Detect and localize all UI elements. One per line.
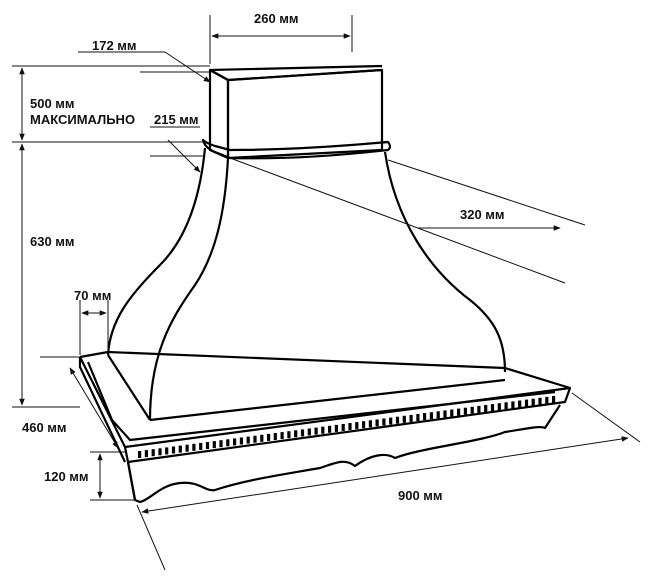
vent-slot: [171, 446, 176, 454]
decorative-vent-row: [138, 396, 556, 458]
vent-slot: [300, 429, 305, 437]
vent-slot: [450, 409, 454, 417]
vent-slot: [504, 402, 508, 410]
label-320: 320 мм: [460, 207, 505, 222]
vent-slot: [328, 425, 332, 433]
hood-drawing: [78, 64, 572, 504]
canopy-bottom-left: [107, 354, 151, 421]
ext-320-bottom: [229, 157, 566, 284]
canopy-left-edge: [106, 147, 207, 356]
label-900: 900 мм: [398, 488, 443, 503]
vent-slot: [192, 443, 196, 451]
label-260: 260 мм: [254, 11, 299, 26]
vent-slot: [239, 437, 243, 445]
vent-slot: [294, 430, 298, 438]
chimney-duct-top: [209, 68, 383, 82]
dim-460-depth: [69, 367, 119, 449]
label-500: 500 мм: [30, 96, 75, 111]
label-70: 70 мм: [74, 288, 111, 303]
vent-slot: [260, 434, 264, 442]
vent-slot: [531, 398, 535, 406]
vent-slot: [518, 400, 522, 408]
vent-slot: [470, 406, 474, 414]
canopy-right-edge: [383, 151, 507, 373]
label-460: 460 мм: [22, 420, 67, 435]
vent-slot: [382, 418, 386, 426]
vent-slot: [246, 436, 250, 444]
vent-slot: [463, 407, 467, 415]
vent-slot: [165, 447, 169, 455]
vent-slot: [219, 440, 223, 448]
ext-900-left: [136, 504, 166, 571]
vent-slot: [545, 396, 549, 404]
base-frame-front: [123, 387, 572, 464]
vent-slot: [436, 411, 440, 419]
leader-172-arrow: [164, 51, 211, 83]
canopy-bottom: [149, 378, 506, 422]
vent-slot: [348, 423, 352, 430]
vent-slot: [409, 414, 413, 422]
vent-slot: [416, 414, 420, 421]
vent-slot: [368, 420, 372, 428]
ext-320-top: [387, 159, 586, 226]
vent-slot: [341, 424, 345, 431]
vent-slot: [280, 432, 284, 440]
canopy-front-corner: [148, 157, 230, 421]
dimension-lines: [12, 15, 641, 571]
vent-slot: [511, 401, 515, 409]
label-215: 215 мм: [154, 112, 199, 127]
vent-slot: [484, 405, 488, 412]
ext-900-right: [571, 392, 641, 443]
label-172: 172 мм: [92, 38, 137, 53]
vent-slot: [151, 449, 155, 457]
label-500-note: МАКСИМАЛЬНО: [30, 112, 135, 127]
vent-slot: [267, 433, 271, 441]
vent-slot: [552, 396, 556, 403]
vent-slot: [524, 399, 529, 407]
vent-slot: [402, 415, 406, 423]
vent-slot: [158, 448, 162, 456]
vent-slot: [355, 422, 359, 430]
vent-slot: [395, 416, 400, 424]
vent-slot: [321, 426, 325, 434]
vent-slot: [477, 405, 481, 413]
vent-slot: [205, 442, 210, 449]
vent-slot: [185, 444, 189, 452]
vent-slot: [314, 427, 318, 435]
vent-slot: [307, 428, 311, 436]
label-120: 120 мм: [44, 469, 89, 484]
vent-slot: [375, 419, 379, 427]
vent-slot: [443, 410, 447, 418]
vent-slot: [538, 397, 542, 405]
chimney-duct-top-back: [209, 64, 383, 72]
vent-slot: [178, 445, 182, 453]
vent-slot: [273, 433, 277, 440]
vent-slot: [226, 439, 230, 447]
dimension-labels: 260 мм 172 мм 500 мм МАКСИМАЛЬНО 215 мм …: [22, 11, 505, 503]
lower-apron-left: [126, 461, 137, 501]
dim-900-width: [141, 436, 629, 514]
vent-slot: [490, 404, 495, 412]
vent-slot: [423, 413, 427, 421]
vent-slot: [212, 441, 216, 449]
vent-slot: [138, 451, 142, 458]
vent-slot: [287, 431, 291, 439]
collar-ring: [201, 138, 392, 160]
vent-slot: [497, 403, 501, 411]
vent-slot: [362, 421, 366, 429]
vent-slot: [144, 450, 148, 458]
vent-slot: [253, 435, 257, 443]
vent-slot: [429, 412, 433, 420]
vent-slot: [334, 424, 338, 432]
vent-slot: [199, 442, 203, 450]
vent-slot: [233, 438, 237, 446]
vent-slot: [457, 408, 461, 416]
vent-slot: [389, 417, 393, 425]
label-630: 630 мм: [30, 234, 75, 249]
